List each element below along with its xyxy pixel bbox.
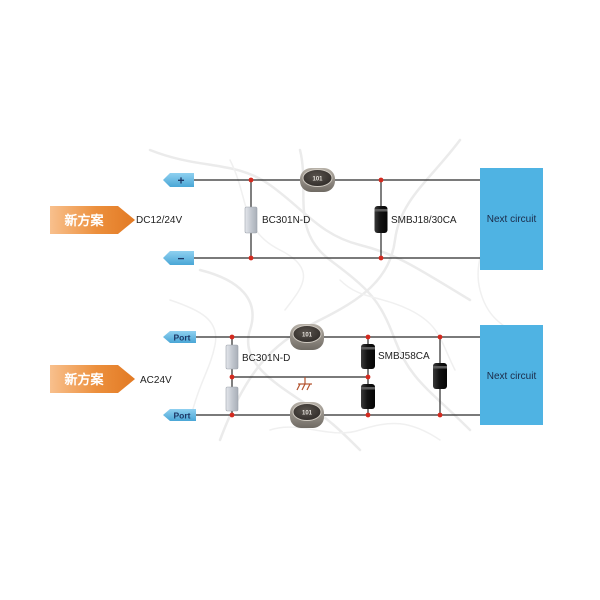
- terminal-port-top: Port: [163, 331, 196, 343]
- badge-label: 新方案: [64, 213, 104, 229]
- terminal-negative-shape: [163, 251, 194, 265]
- tvs-cathode-band: [433, 366, 447, 369]
- junction-dot: [229, 374, 235, 380]
- junction-dot: [229, 334, 235, 340]
- junction-dot: [365, 374, 371, 380]
- next-circuit-label: Next circuit: [487, 371, 537, 382]
- next-circuit-rect: [480, 325, 543, 425]
- terminal-negative: −: [163, 251, 194, 266]
- tvs-body: [361, 384, 375, 409]
- varistor-label: BC301N-D: [262, 215, 310, 226]
- inductor-marking: 101: [302, 333, 313, 339]
- terminal-port-label: Port: [174, 333, 191, 343]
- new-scheme-badge: 新方案: [50, 206, 135, 234]
- junction-dots: [229, 334, 443, 418]
- inductor: 101: [300, 168, 335, 192]
- next-circuit-box: Next circuit: [480, 325, 543, 425]
- inductor-bottom: 101: [290, 402, 324, 428]
- tvs-label: SMBJ58CA: [378, 351, 430, 362]
- terminal-positive-label: +: [177, 174, 184, 188]
- tvs-diode-top: [361, 344, 375, 369]
- badge-label: 新方案: [64, 372, 104, 388]
- junction-dot: [365, 412, 371, 418]
- tvs-label: SMBJ18/30CA: [391, 215, 457, 226]
- tvs-diode: [374, 206, 388, 233]
- inductor-top-face: [292, 403, 322, 421]
- badge-arrow-shape: [50, 365, 135, 393]
- junction-dot: [229, 412, 235, 418]
- next-circuit-label: Next circuit: [487, 214, 537, 225]
- next-circuit-rect: [480, 168, 543, 270]
- new-scheme-badge: 新方案: [50, 365, 135, 393]
- circuit-dc: 新方案 DC12/24V + − 101 BC301N-D: [50, 168, 543, 270]
- junction-dots: [248, 177, 384, 261]
- tvs-body: [433, 363, 447, 389]
- tvs-body: [361, 344, 375, 369]
- junction-dot: [378, 255, 384, 261]
- ground-hatch: [306, 383, 311, 391]
- terminal-positive: +: [163, 173, 194, 188]
- tvs-cathode-band: [361, 387, 375, 390]
- terminal-port-bottom: Port: [163, 409, 196, 421]
- inductor-top-face: [292, 325, 322, 343]
- ground-hatch: [296, 383, 301, 391]
- junction-dot: [437, 412, 443, 418]
- tvs-cathode-band: [361, 347, 375, 350]
- terminal-port-shape: [163, 331, 196, 343]
- ground-hatch: [301, 383, 306, 391]
- input-voltage-label: DC12/24V: [136, 215, 182, 226]
- terminal-negative-label: −: [177, 252, 184, 266]
- tvs-body: [374, 206, 388, 233]
- inductor-top: [302, 169, 333, 187]
- inductor-top: 101: [290, 324, 324, 350]
- input-voltage-label: AC24V: [140, 375, 172, 386]
- varistor-top: [225, 344, 239, 370]
- inductor-marking: 101: [312, 177, 323, 183]
- junction-dot: [437, 334, 443, 340]
- terminal-positive-shape: [163, 173, 194, 187]
- varistor-label: BC301N-D: [242, 353, 290, 364]
- varistor-bottom: [225, 386, 239, 412]
- tvs-cathode-band: [374, 209, 388, 212]
- next-circuit-box: Next circuit: [480, 168, 543, 270]
- tvs-diode-bottom: [361, 384, 375, 409]
- varistor: [244, 206, 258, 234]
- badge-arrow-shape: [50, 206, 135, 234]
- terminal-port-shape: [163, 409, 196, 421]
- ground-icon: [296, 377, 312, 391]
- junction-dot: [378, 177, 384, 183]
- circuit-ac: 新方案 AC24V Port Port 1: [50, 324, 543, 428]
- tvs-diode-differential: [433, 363, 447, 389]
- terminal-port-label: Port: [174, 411, 191, 421]
- junction-dot: [248, 255, 254, 261]
- junction-dot: [365, 334, 371, 340]
- junction-dot: [248, 177, 254, 183]
- inductor-marking: 101: [302, 411, 313, 417]
